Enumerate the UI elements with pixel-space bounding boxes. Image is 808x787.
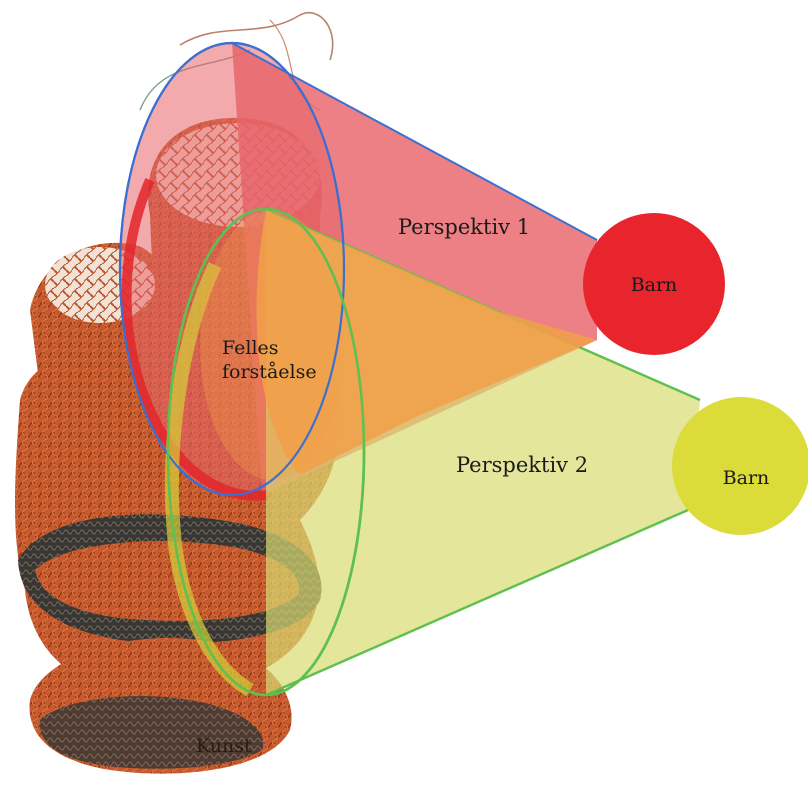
child-2-label: Barn <box>723 467 770 489</box>
perspective-1-label: Perspektiv 1 <box>398 215 530 239</box>
shared-understanding-label-line2: forståelse <box>222 361 317 383</box>
child-2-circle <box>672 397 808 535</box>
shared-understanding-label-line1: Felles <box>222 337 279 359</box>
child-1-label: Barn <box>631 274 678 296</box>
art-label: Kunst <box>196 735 252 757</box>
perspective-2-label: Perspektiv 2 <box>456 453 588 477</box>
